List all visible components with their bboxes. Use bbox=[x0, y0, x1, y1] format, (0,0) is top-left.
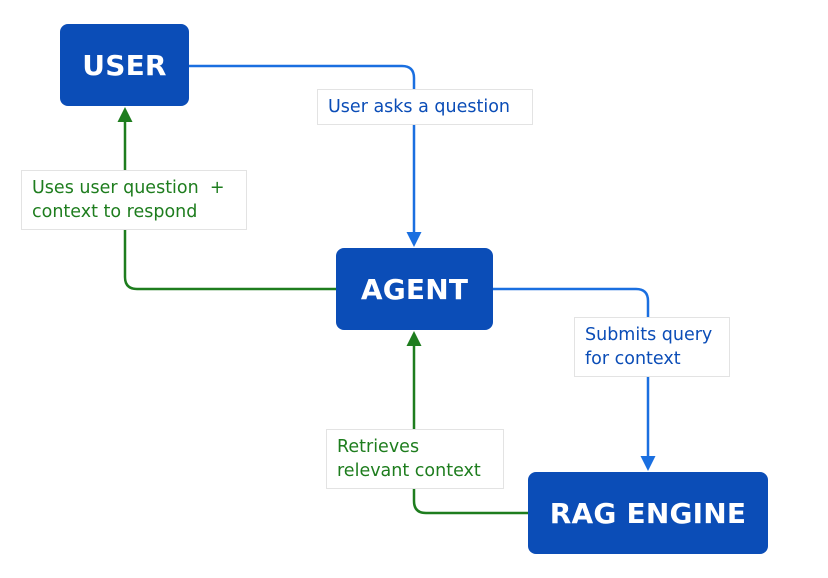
label-submits-query-line-2: for context bbox=[585, 349, 681, 369]
rag-engine-node-label: RAG ENGINE bbox=[549, 496, 747, 530]
arrow-agent-to-rag-engine bbox=[492, 287, 656, 471]
rag-engine-node: RAG ENGINE bbox=[528, 472, 768, 554]
label-uses-question-context-line-1: Uses user question + bbox=[32, 178, 225, 198]
label-retrieves-context-line-1: Retrieves bbox=[337, 437, 420, 457]
arrow-user-to-agent bbox=[189, 64, 422, 247]
label-retrieves-context: Retrieves relevant context bbox=[326, 429, 504, 489]
user-node-label: USER bbox=[82, 48, 167, 82]
arrow-agent-to-user bbox=[117, 107, 337, 291]
label-retrieves-context-line-2: relevant context bbox=[337, 461, 481, 481]
user-node: USER bbox=[60, 24, 189, 106]
arrow-rag-engine-to-agent bbox=[406, 331, 529, 515]
agent-node-label: AGENT bbox=[360, 272, 469, 306]
label-submits-query-line-1: Submits query bbox=[585, 325, 713, 345]
label-uses-question-context-line-2: context to respond bbox=[32, 202, 198, 222]
label-uses-question-context: Uses user question + context to respond bbox=[21, 170, 247, 230]
label-submits-query: Submits query for context bbox=[574, 317, 730, 377]
agent-node: AGENT bbox=[336, 248, 493, 330]
label-user-asks-question-line-1: User asks a question bbox=[328, 97, 510, 117]
label-user-asks-question: User asks a question bbox=[317, 89, 533, 125]
